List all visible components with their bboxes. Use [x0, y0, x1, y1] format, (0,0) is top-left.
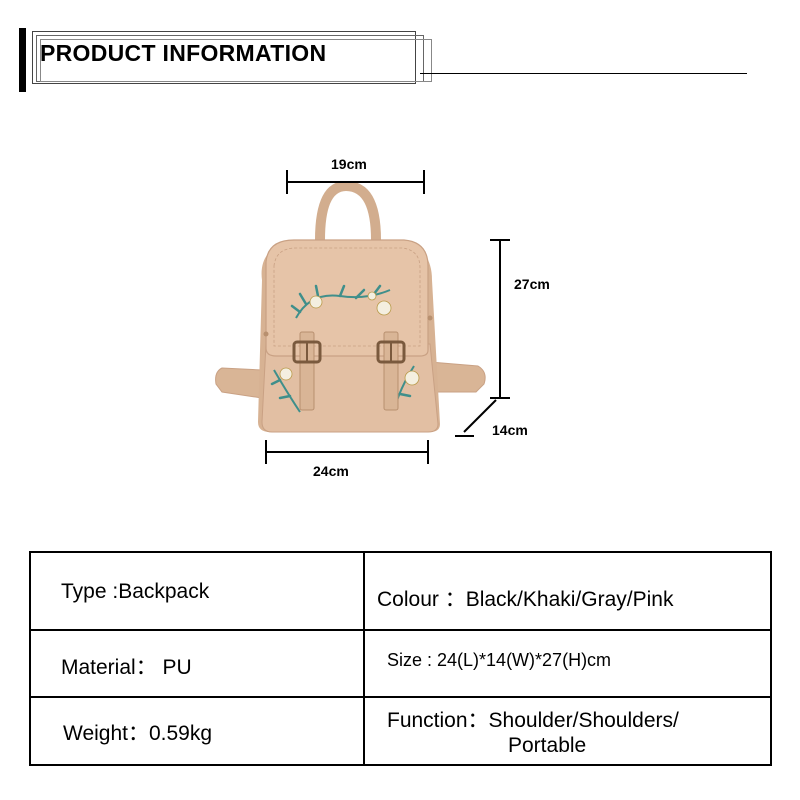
- dimension-depth: 14cm: [492, 422, 528, 438]
- spec-table: Type :Backpack Colour ：Black/Khaki/Gray/…: [29, 551, 772, 766]
- spec-colour: Colour ：Black/Khaki/Gray/Pink: [377, 588, 674, 611]
- spec-function-line1: Function：Shoulder/Shoulders/: [387, 709, 679, 732]
- table-divider-vertical: [363, 553, 365, 764]
- dimension-height: 27cm: [514, 276, 550, 292]
- spec-type: Type :Backpack: [61, 580, 210, 603]
- product-figure: 19cm 27cm 14cm 24cm: [215, 156, 550, 479]
- header-frame: [32, 31, 416, 84]
- backpack-illustration: [215, 170, 510, 464]
- dimension-top-width: 19cm: [331, 156, 367, 172]
- spec-function-line2: Portable: [508, 734, 587, 757]
- table-divider-row2: [31, 696, 770, 698]
- dimension-bottom-width: 24cm: [313, 463, 349, 479]
- header-rule: [420, 73, 747, 74]
- spec-weight: Weight：0.59kg: [63, 722, 213, 745]
- header-accent-bar: [19, 28, 26, 92]
- page-title: PRODUCT INFORMATION: [40, 40, 327, 66]
- table-divider-row1: [31, 629, 770, 631]
- spec-size: Size : 24(L)*14(W)*27(H)cm: [387, 650, 612, 670]
- spec-material: Material： PU: [61, 656, 192, 679]
- header-frame-innermost: [40, 39, 432, 82]
